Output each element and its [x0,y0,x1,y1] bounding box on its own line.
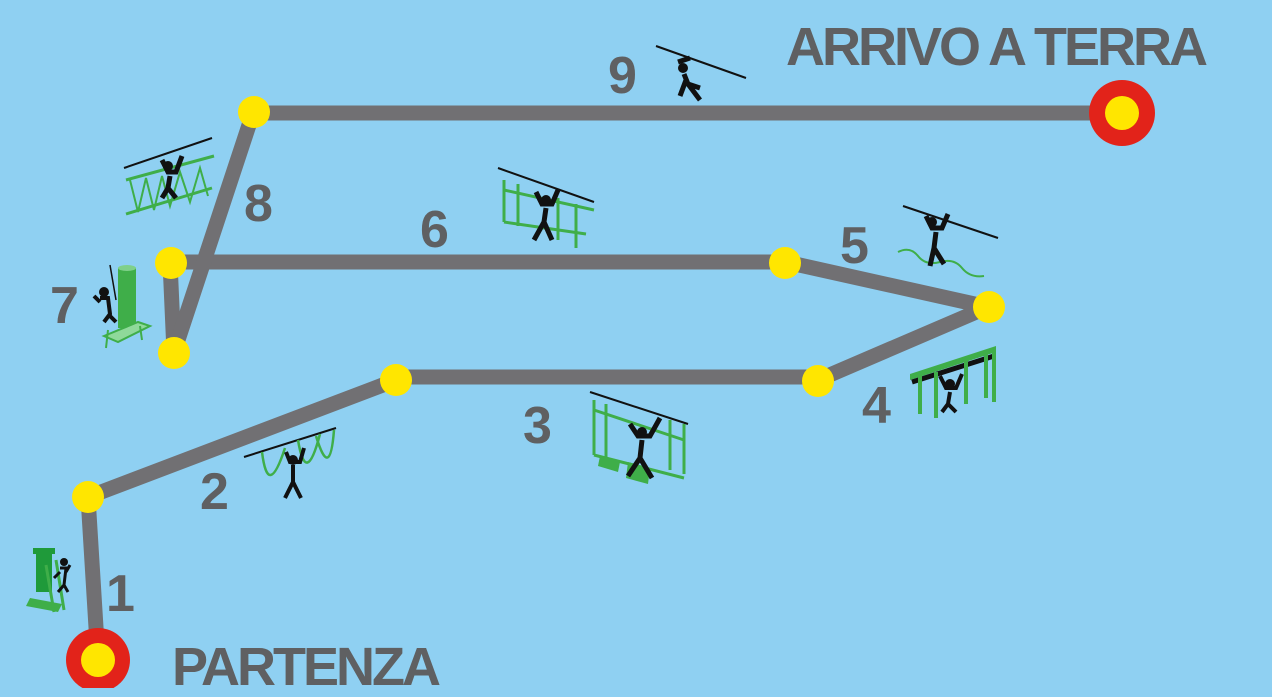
end-label: ARRIVO A TERRA [786,17,1208,77]
waypoint [72,481,104,513]
zipline-icon [655,45,747,102]
stage-number-7: 7 [50,277,79,335]
waypoint [155,247,187,279]
stage-number-4: 4 [862,377,891,435]
stage-number-8: 8 [244,175,273,233]
stage-number-6: 6 [420,201,449,259]
stage-number-3: 3 [523,397,552,455]
waypoint [238,96,270,128]
hanging-loops-icon [243,427,337,499]
path-segment-4 [810,299,996,388]
waypoint [769,247,801,279]
rope-bridge-icon [497,167,595,248]
stage-number-9: 9 [608,47,637,105]
ladder-tower-climb-icon [26,548,72,613]
net-bridge-icon [123,137,215,216]
path-segment-8 [166,105,261,360]
swinging-bridge-icon [589,391,689,484]
start-marker [66,628,130,688]
start-label: PARTENZA [172,637,441,697]
waypoint [973,291,1005,323]
stage-number-2: 2 [200,463,229,521]
path-segment-2 [80,372,404,505]
tightrope-walk-icon [897,205,999,278]
waypoint [158,337,190,369]
end-marker [1089,80,1155,146]
hanging-bars-icon [910,346,996,418]
stage-number-5: 5 [840,217,869,275]
waypoint [802,365,834,397]
stage-number-1: 1 [106,565,135,623]
tower-platform-icon [92,264,153,349]
waypoint [380,364,412,396]
path-segment-5 [778,254,996,315]
